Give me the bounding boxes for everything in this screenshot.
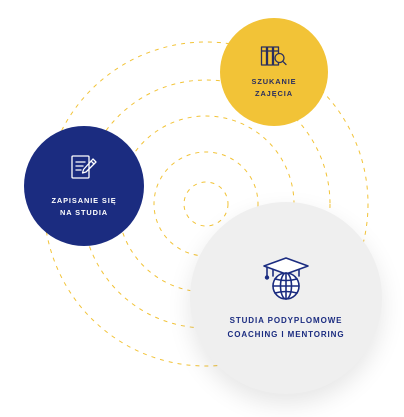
node-postgrad-line1: STUDIA PODYPLOMOWE [229, 316, 343, 325]
books-search-icon [260, 46, 287, 66]
node-postgrad[interactable]: STUDIA PODYPLOMOWE COACHING I MENTORING [190, 202, 382, 394]
node-enroll[interactable]: ZAPISANIE SIĘ NA STUDIA [24, 126, 144, 246]
node-search-label: SZUKANIE ZAJĘCIA [252, 76, 297, 100]
node-search-line1: SZUKANIE [251, 77, 297, 86]
ring-outer [43, 41, 369, 367]
node-enroll-line1: ZAPISANIE SIĘ [51, 196, 117, 205]
node-enroll-label: ZAPISANIE SIĘ NA STUDIA [51, 195, 116, 219]
form-pen-icon [71, 155, 97, 179]
node-enroll-line2: NA STUDIA [59, 208, 109, 217]
node-search-classes[interactable]: SZUKANIE ZAJĘCIA [220, 18, 328, 126]
node-postgrad-label: STUDIA PODYPLOMOWE COACHING I MENTORING [228, 314, 345, 342]
ring-core [183, 181, 229, 227]
node-postgrad-line2: COACHING I MENTORING [227, 330, 345, 339]
node-search-line2: ZAJĘCIA [255, 89, 293, 98]
graduation-globe-icon [263, 257, 309, 300]
